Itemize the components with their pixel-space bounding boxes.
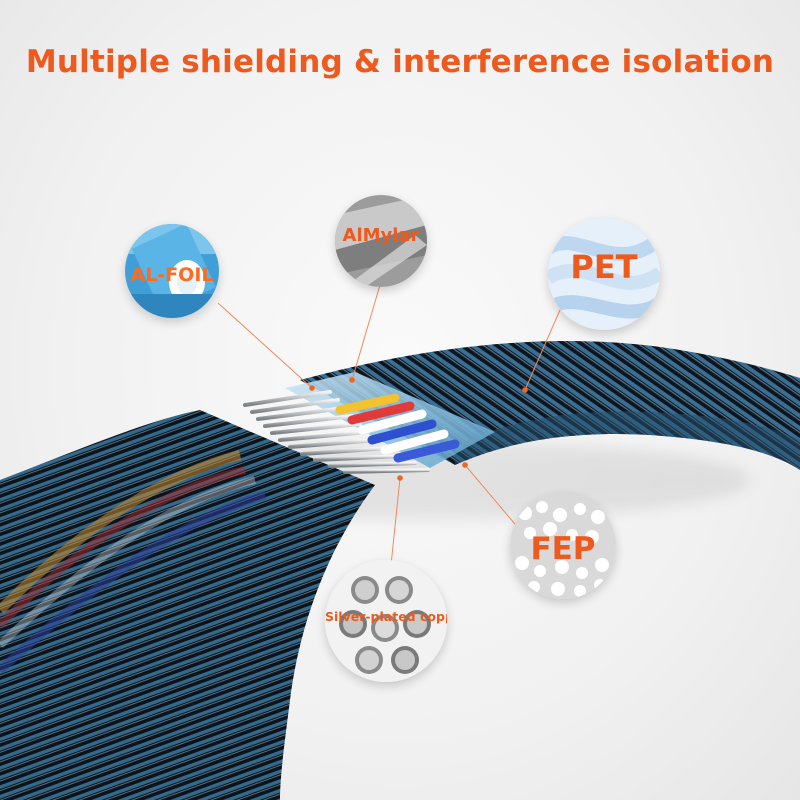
pet-image bbox=[548, 218, 660, 330]
inner-conductors bbox=[243, 372, 495, 474]
pet-callout: PET bbox=[548, 218, 660, 330]
almylar-label: AlMylar bbox=[342, 225, 420, 246]
page-title: Multiple shielding & interference isolat… bbox=[25, 44, 775, 80]
fep-image bbox=[510, 493, 616, 599]
al-foil-image bbox=[125, 224, 219, 318]
pet-label: PET bbox=[570, 248, 638, 286]
copper-callout: Silver-plated copper bbox=[325, 560, 447, 682]
copper-label: Silver-plated copper bbox=[325, 609, 447, 624]
callout-anchor-dots bbox=[309, 377, 528, 481]
copper-image bbox=[325, 560, 447, 682]
almylar-callout: AlMylar bbox=[335, 195, 427, 287]
fep-label: FEP bbox=[530, 531, 596, 567]
fep-callout: FEP bbox=[510, 493, 616, 599]
al-foil-label: AL-FOIL bbox=[130, 264, 214, 286]
almylar-image bbox=[335, 195, 427, 287]
left-cable-section bbox=[0, 410, 375, 800]
al-foil-callout: AL-FOIL bbox=[125, 224, 219, 318]
